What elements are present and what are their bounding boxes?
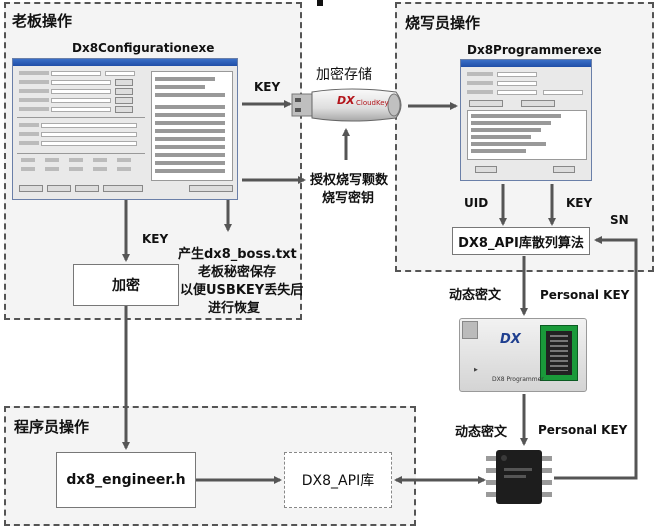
auth-count-label: 授权烧写颗数 xyxy=(310,173,389,188)
dx8-programmer-image: ▶ xyxy=(459,318,587,392)
programmer-caption-label: DX8 Programmer xyxy=(492,376,544,383)
hash-algorithm-box: DX8_API库散列算法 xyxy=(452,227,590,255)
region-boss-title: 老板操作 xyxy=(12,12,73,30)
usb-model-label: CloudKey xyxy=(356,99,389,107)
encrypt-storage-label: 加密存储 xyxy=(316,67,372,83)
personal-key-label-1: Personal KEY xyxy=(540,288,630,302)
region-programmer-title: 程序员操作 xyxy=(14,418,90,436)
usb-key-image xyxy=(291,88,402,122)
arrow-chip-to-hash-sn xyxy=(554,236,638,480)
config-window-title: Dx8Configurationexe xyxy=(72,41,215,55)
dynamic-cipher-label-1: 动态密文 xyxy=(449,288,502,303)
programmer-window-screenshot xyxy=(460,59,592,181)
encrypt-box: 加密 xyxy=(73,264,179,306)
chip-image xyxy=(486,450,552,504)
boss-file-label-4: 进行恢复 xyxy=(208,301,261,316)
personal-key-label-2: Personal KEY xyxy=(538,423,628,437)
boss-file-label-3: 以便USBKEY丢失后 xyxy=(180,283,304,298)
dynamic-cipher-label-2: 动态密文 xyxy=(455,425,508,440)
programmer-window-title: Dx8Programmerexe xyxy=(467,43,602,57)
api-lib-box: DX8_API库 xyxy=(284,452,392,508)
usb-brand-label: DX xyxy=(337,94,355,107)
engineer-h-box: dx8_engineer.h xyxy=(56,452,196,508)
boss-file-label-1: 产生dx8_boss.txt xyxy=(178,247,297,262)
uid-label: UID xyxy=(464,196,489,210)
region-burner-title: 烧写员操作 xyxy=(405,14,481,32)
config-window-screenshot xyxy=(12,58,238,200)
boss-file-label-2: 老板秘密保存 xyxy=(198,265,277,280)
sn-label: SN xyxy=(610,213,629,227)
programmer-brand-label: DX xyxy=(500,332,521,347)
key-label-left: KEY xyxy=(142,232,169,246)
burn-key-label: 烧写密钥 xyxy=(322,191,375,206)
key-label-right: KEY xyxy=(566,196,593,210)
key-label-top: KEY xyxy=(254,80,281,94)
